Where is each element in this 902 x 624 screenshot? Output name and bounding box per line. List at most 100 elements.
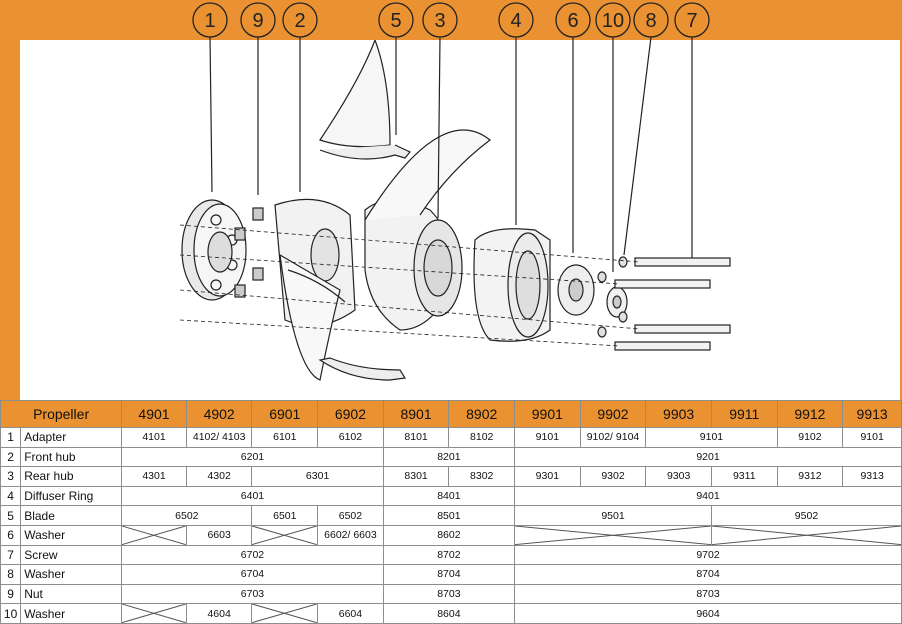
callout-number: 1 [204, 10, 215, 32]
model-header: 4901 [121, 400, 187, 428]
not-applicable-cell [121, 524, 187, 546]
callout-circle [633, 2, 669, 38]
row-number: 5 [0, 505, 22, 526]
callout-circle [498, 2, 534, 38]
callout-number: 9 [252, 10, 263, 32]
cross-mark [515, 526, 711, 545]
callout-circle [378, 2, 414, 38]
callout-number: 10 [602, 10, 624, 32]
model-header: 9912 [776, 400, 844, 428]
part-number-cell: 9102 [776, 427, 844, 448]
diffuser-ring-part [473, 228, 551, 342]
part-name: Adapter [20, 427, 123, 448]
callout-circle [555, 2, 591, 38]
part-number-cell: 8602 [382, 524, 516, 546]
part-number-cell: 9101 [842, 427, 902, 448]
front-hub-part [274, 198, 356, 381]
part-number-cell: 9302 [579, 466, 647, 487]
row-number: 6 [0, 524, 22, 546]
part-number-cell: 6102 [317, 427, 384, 448]
part-number-cell: 9301 [514, 466, 581, 487]
part-number-cell: 8704 [382, 564, 516, 585]
part-name: Washer [20, 564, 123, 585]
part-name: Diffuser Ring [20, 485, 123, 507]
model-header: 4902 [185, 400, 253, 428]
part-number-cell: 6301 [251, 466, 384, 487]
part-number-cell: 9311 [710, 466, 778, 487]
not-applicable-cell [251, 524, 319, 546]
part-number-cell: 4102/ 4103 [185, 427, 253, 448]
model-header: 6901 [251, 400, 319, 428]
cross-mark [712, 526, 901, 545]
part-number-cell: 9201 [514, 446, 902, 468]
not-applicable-cell [121, 603, 187, 624]
part-number-cell: 6201 [121, 446, 384, 468]
part-number-cell: 9102/ 9104 [579, 427, 647, 448]
part-number-cell: 8703 [382, 583, 516, 605]
callout-number: 6 [567, 10, 578, 32]
part-number-cell: 6703 [121, 583, 384, 605]
part-number-cell: 8302 [448, 466, 516, 487]
part-number-cell: 8102 [448, 427, 516, 448]
callout-number: 7 [686, 10, 697, 32]
rear-hub-part [364, 129, 491, 331]
part-name: Front hub [20, 446, 123, 468]
propeller-header: Propeller [0, 400, 123, 428]
exploded-view-drawing [20, 38, 900, 400]
row-number: 10 [0, 603, 22, 624]
part-name: Blade [20, 505, 123, 526]
model-header: 9903 [645, 400, 712, 428]
part-number-cell: 9702 [514, 544, 902, 566]
model-header: 8902 [448, 400, 516, 428]
cross-mark [122, 526, 186, 545]
cross-mark [252, 526, 317, 545]
callout-circle [674, 2, 710, 38]
model-header: 9902 [579, 400, 647, 428]
not-applicable-cell [514, 524, 712, 546]
part-name: Washer [20, 603, 123, 624]
model-header: 9911 [710, 400, 778, 428]
part-number-cell: 9501 [514, 505, 712, 526]
callout-circle [282, 2, 318, 38]
callout-leader-line [623, 36, 652, 256]
callout-leader-line [437, 36, 441, 219]
part-number-cell: 8201 [382, 446, 516, 468]
row-number: 8 [0, 564, 22, 585]
callout-number: 8 [645, 10, 656, 32]
part-number-cell: 9313 [842, 466, 902, 487]
part-name: Washer [20, 524, 123, 546]
model-header: 6902 [317, 400, 384, 428]
callout-circle [240, 2, 276, 38]
not-applicable-cell [710, 524, 902, 546]
part-number-cell: 6704 [121, 564, 384, 585]
model-header: 9913 [842, 400, 902, 428]
propeller-exploded-illustration [179, 38, 731, 381]
small-washer-parts [597, 256, 628, 338]
washer-part [557, 264, 628, 318]
callout-number: 3 [434, 10, 445, 32]
part-number-cell: 6401 [121, 485, 384, 507]
part-number-cell: 6603 [185, 524, 253, 546]
part-number-cell: 4101 [121, 427, 187, 448]
part-number-cell: 6702 [121, 544, 384, 566]
part-name: Screw [20, 544, 123, 566]
part-number-cell: 8702 [382, 544, 516, 566]
callout-circle [192, 2, 228, 38]
model-header: 9901 [514, 400, 581, 428]
callout-circle [422, 2, 458, 38]
part-number-cell: 8703 [514, 583, 902, 605]
part-name: Nut [20, 583, 123, 605]
part-number-cell: 8704 [514, 564, 902, 585]
row-number: 1 [0, 427, 22, 448]
part-number-cell: 8604 [382, 603, 516, 624]
part-number-cell: 8501 [382, 505, 516, 526]
